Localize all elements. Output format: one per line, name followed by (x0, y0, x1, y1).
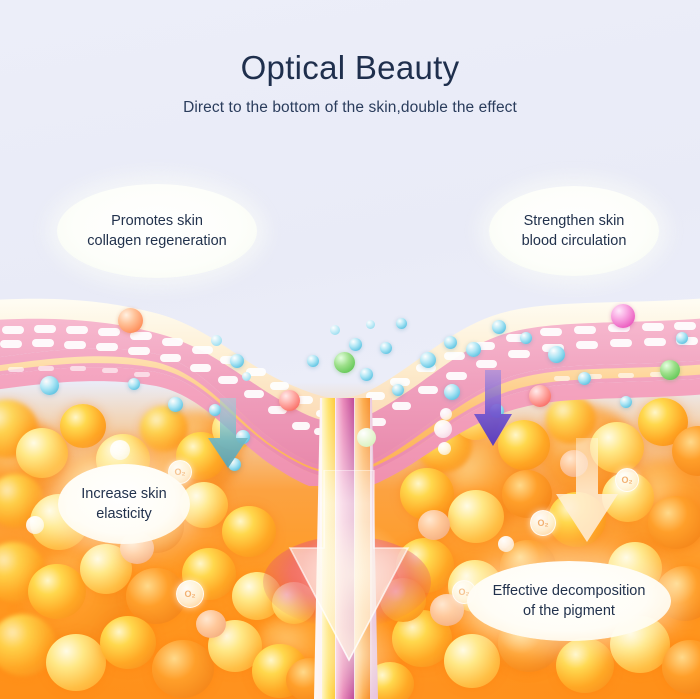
fat-cell (444, 634, 500, 688)
light-beam-arrow (288, 470, 410, 662)
fat-cell (60, 404, 106, 448)
bubble-cyan (444, 336, 457, 349)
dermis-boundary (0, 367, 700, 486)
fat-cell (546, 396, 596, 444)
bubble-cyan (676, 332, 688, 344)
callout-line-2: elasticity (96, 506, 152, 522)
bubble-cyan (128, 378, 140, 390)
fat-cell (448, 490, 504, 543)
fat-cell (662, 640, 700, 694)
bubble-cyan (396, 318, 407, 329)
bubble-cyan (307, 355, 319, 367)
bubble-white (440, 408, 452, 420)
bubble-cyan (40, 376, 59, 395)
fat-cell (222, 506, 276, 557)
surface-orb-orange (118, 308, 143, 333)
bubble-white (438, 442, 451, 455)
bubble-green (660, 360, 680, 380)
fat-cell (418, 510, 450, 540)
bubble-cyan (392, 384, 404, 396)
fat-cell (590, 422, 644, 473)
header: Optical Beauty Direct to the bottom of t… (0, 0, 700, 117)
fat-cell (196, 610, 226, 638)
bubble-white (110, 440, 130, 460)
bubble-cyan (209, 404, 221, 416)
fat-cell (100, 616, 156, 669)
bubble-cyan (578, 372, 591, 385)
oxygen-marker: O₂ (530, 510, 556, 536)
fat-cell (648, 496, 700, 549)
oxygen-marker: O₂ (615, 468, 639, 492)
callout-line-1: Effective decomposition (492, 583, 646, 599)
fat-cell (498, 420, 550, 470)
callout-decompose-pigment[interactable]: Effective decomposition of the pigment (467, 561, 671, 641)
fat-cell (16, 428, 68, 478)
bubble-white (26, 516, 44, 534)
bubble-cyan (242, 372, 251, 381)
oxygen-label: O₂ (621, 475, 633, 485)
callout-strengthen-circulation[interactable]: Strengthen skin blood circulation (489, 186, 659, 276)
oxygen-label: O₂ (174, 467, 186, 477)
bubble-cyan (168, 397, 183, 412)
bubble-cyan (420, 352, 436, 368)
bubble-cyan (492, 320, 506, 334)
bubble-cyan (330, 325, 340, 335)
callout-line-2: of the pigment (523, 603, 615, 619)
bubble-cyan (360, 368, 373, 381)
oxygen-marker: O₂ (176, 580, 204, 608)
fat-cell (556, 638, 614, 693)
bubble-pale-green (357, 428, 376, 447)
page-subtitle: Direct to the bottom of the skin,double … (183, 99, 517, 117)
teal-down-arrow (208, 398, 248, 468)
callout-line-2: blood circulation (521, 233, 627, 249)
callout-line-1: Strengthen skin (523, 213, 625, 229)
fat-cell (46, 634, 106, 691)
bubble-cyan (548, 346, 565, 363)
epidermal-cells (0, 322, 698, 453)
oxygen-label: O₂ (458, 587, 470, 597)
capillary-stripe (0, 356, 700, 474)
fat-cell (152, 640, 214, 698)
callout-line-1: Promotes skin (111, 213, 203, 229)
surface-orb-magenta (611, 304, 635, 328)
bubble-cyan (380, 342, 392, 354)
bubble-cyan (230, 354, 244, 368)
bubble-cyan (444, 384, 460, 400)
bubble-cyan (620, 396, 632, 408)
bubble-white (434, 420, 452, 438)
purple-down-arrow (474, 370, 512, 446)
dermis-orb-red (529, 385, 551, 407)
oxygen-label: O₂ (537, 518, 549, 528)
bubble-white (498, 536, 514, 552)
bubble-cyan (520, 332, 532, 344)
bubble-cyan (349, 338, 362, 351)
callout-line-1: Increase skin (81, 486, 167, 502)
fat-cell (28, 564, 86, 619)
bubble-cyan (466, 342, 481, 357)
page-title: Optical Beauty (240, 49, 460, 86)
callout-increase-elasticity[interactable]: Increase skin elasticity (58, 464, 190, 544)
bubble-green (334, 352, 355, 373)
dermis-orb-red (279, 390, 300, 411)
bubble-cyan (211, 335, 222, 346)
cream-down-arrow (556, 438, 618, 542)
callout-line-2: collagen regeneration (87, 233, 227, 249)
callout-promotes-collagen[interactable]: Promotes skin collagen regeneration (57, 184, 257, 278)
epidermis-layer (0, 298, 700, 486)
bubble-cyan (366, 320, 375, 329)
oxygen-label: O₂ (184, 589, 196, 599)
